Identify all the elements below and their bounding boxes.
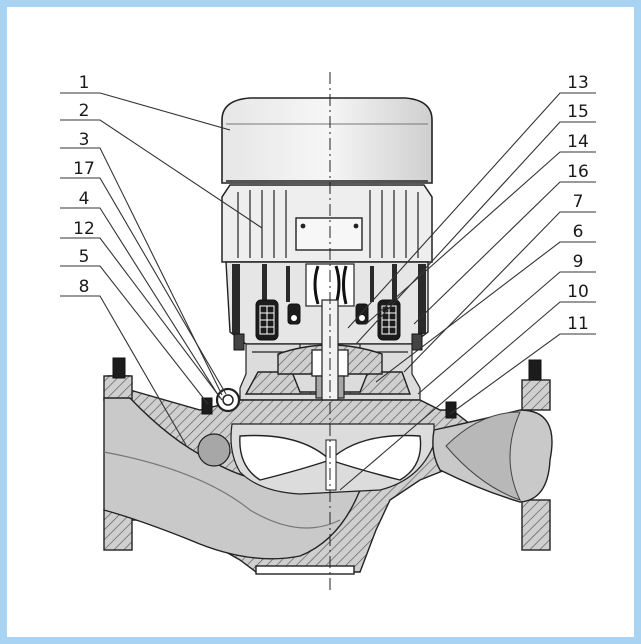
motor-fan-cover bbox=[221, 97, 433, 184]
part-labels-left: 1 2 3 17 4 12 5 8 bbox=[73, 73, 95, 297]
part-label-15: 15 bbox=[567, 102, 589, 122]
part-label-3: 3 bbox=[79, 130, 90, 150]
part-label-14: 14 bbox=[567, 132, 589, 152]
motor-stator-housing bbox=[221, 184, 433, 263]
part-label-2: 2 bbox=[79, 101, 90, 121]
part-label-8: 8 bbox=[79, 277, 90, 297]
pump-base-foot bbox=[255, 565, 355, 575]
outlet-passage bbox=[432, 409, 553, 503]
part-label-17: 17 bbox=[73, 159, 95, 179]
part-label-16: 16 bbox=[567, 162, 589, 182]
part-label-1: 1 bbox=[79, 73, 90, 93]
leader-lines-left bbox=[60, 92, 263, 446]
part-label-5: 5 bbox=[79, 247, 90, 267]
part-label-13: 13 bbox=[567, 73, 589, 93]
part-label-6: 6 bbox=[573, 222, 584, 242]
casing-bolt bbox=[201, 387, 457, 419]
part-label-12: 12 bbox=[73, 219, 95, 239]
impeller bbox=[197, 423, 435, 495]
part-label-11: 11 bbox=[567, 314, 589, 334]
part-label-10: 10 bbox=[567, 282, 589, 302]
part-labels-right: 13 15 14 16 7 6 9 10 11 bbox=[567, 73, 589, 334]
part-label-7: 7 bbox=[573, 192, 584, 212]
inlet-passage bbox=[103, 397, 361, 560]
leader-lines-right bbox=[339, 92, 596, 491]
part-label-9: 9 bbox=[573, 252, 584, 272]
part-label-4: 4 bbox=[79, 189, 90, 209]
